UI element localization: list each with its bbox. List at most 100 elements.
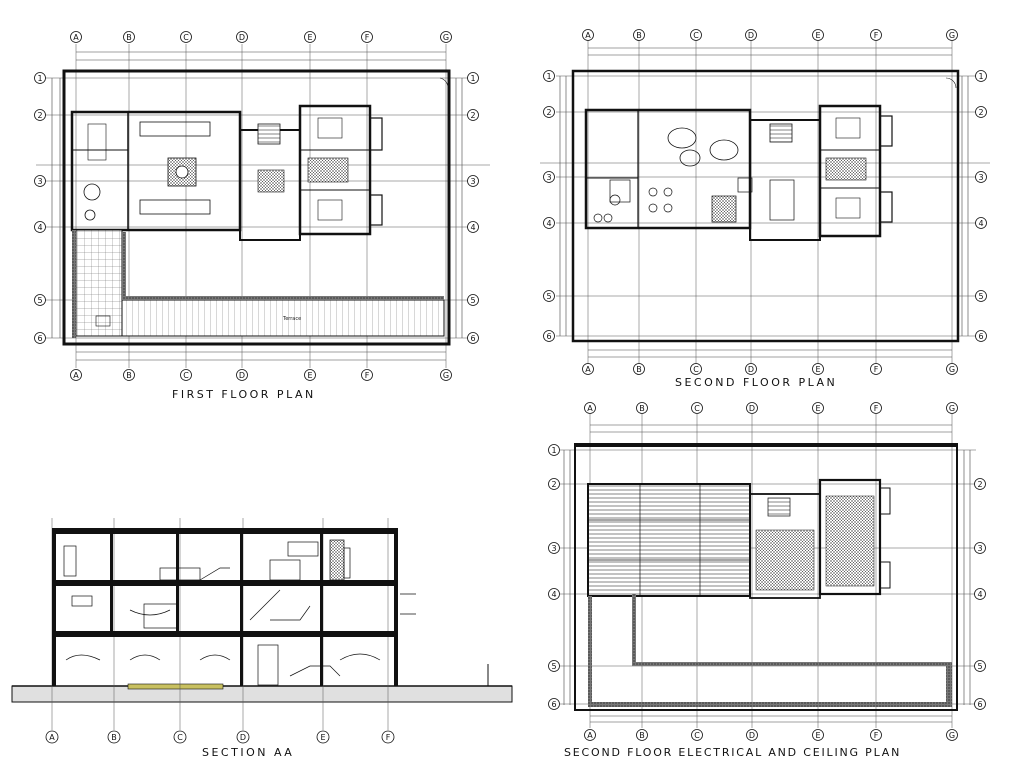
svg-text:B: B [639, 731, 645, 740]
svg-text:4: 4 [546, 219, 551, 228]
svg-text:F: F [874, 731, 879, 740]
svg-text:4: 4 [551, 590, 556, 599]
svg-text:D: D [749, 731, 755, 740]
svg-text:4: 4 [977, 590, 982, 599]
svg-text:2: 2 [978, 108, 983, 117]
svg-text:6: 6 [977, 700, 982, 709]
first-floor-dimensions [51, 51, 463, 361]
svg-text:C: C [694, 404, 700, 413]
svg-text:F: F [874, 31, 879, 40]
first-floor-plan-title: FIRST FLOOR PLAN [172, 388, 316, 401]
svg-text:E: E [307, 371, 312, 380]
first-floor-rooms [70, 104, 383, 241]
svg-text:D: D [239, 33, 245, 42]
second-floor-plan [540, 40, 990, 364]
svg-text:2: 2 [470, 111, 475, 120]
electrical-grid-bubbles: A B C D E F G A B C D E F G 1 2 3 4 [548, 402, 986, 741]
svg-text:C: C [693, 365, 699, 374]
ground-strip [11, 685, 513, 703]
first-floor-grid-bubbles: A B C D E F G A B C D E F G 1 2 3 4 [34, 31, 479, 381]
svg-text:3: 3 [37, 177, 42, 186]
svg-text:F: F [874, 404, 879, 413]
second-floor-grid-bubbles: A B C D E F G A B C D E F G 1 2 3 4 [543, 29, 987, 375]
svg-text:1: 1 [37, 74, 42, 83]
svg-text:F: F [874, 365, 879, 374]
svg-text:5: 5 [546, 292, 551, 301]
svg-text:E: E [815, 404, 820, 413]
svg-text:G: G [443, 33, 449, 42]
svg-text:A: A [73, 33, 79, 42]
svg-text:B: B [126, 371, 132, 380]
svg-text:D: D [748, 31, 754, 40]
svg-text:E: E [307, 33, 312, 42]
svg-text:F: F [365, 33, 370, 42]
second-floor-boundary [571, 69, 960, 343]
svg-text:3: 3 [977, 544, 982, 553]
svg-text:4: 4 [978, 219, 983, 228]
first-floor-plan: Terrace [36, 44, 490, 368]
second-floor-rooms [584, 104, 893, 241]
svg-text:4: 4 [470, 223, 475, 232]
svg-text:3: 3 [546, 173, 551, 182]
svg-text:D: D [748, 365, 754, 374]
svg-text:5: 5 [37, 296, 42, 305]
svg-text:C: C [183, 371, 189, 380]
svg-text:5: 5 [977, 662, 982, 671]
svg-text:4: 4 [37, 223, 42, 232]
svg-text:E: E [815, 31, 820, 40]
svg-text:C: C [177, 733, 183, 742]
first-floor-terrace [121, 299, 445, 337]
svg-text:A: A [49, 733, 55, 742]
svg-text:G: G [949, 731, 955, 740]
terrace-label: Terrace [282, 316, 301, 322]
svg-text:3: 3 [978, 173, 983, 182]
svg-text:F: F [386, 733, 391, 742]
section-aa-title: SECTION AA [202, 746, 295, 759]
first-floor-boundary [62, 69, 451, 346]
electrical-ceiling-block [587, 483, 751, 597]
svg-text:E: E [815, 731, 820, 740]
svg-text:2: 2 [37, 111, 42, 120]
svg-text:G: G [949, 365, 955, 374]
svg-text:1: 1 [470, 74, 475, 83]
svg-text:5: 5 [551, 662, 556, 671]
electrical-ceiling-plan-title: SECOND FLOOR ELECTRICAL AND CEILING PLAN [564, 746, 902, 759]
svg-text:G: G [443, 371, 449, 380]
svg-text:C: C [183, 33, 189, 42]
svg-text:6: 6 [978, 332, 983, 341]
svg-text:2: 2 [551, 480, 556, 489]
svg-text:B: B [636, 31, 642, 40]
svg-text:6: 6 [37, 334, 42, 343]
svg-text:G: G [949, 404, 955, 413]
svg-text:2: 2 [977, 480, 982, 489]
svg-text:C: C [694, 731, 700, 740]
svg-text:6: 6 [470, 334, 475, 343]
svg-text:A: A [585, 365, 591, 374]
section-aa [11, 518, 513, 730]
electrical-wet-core [749, 478, 891, 599]
svg-text:A: A [587, 731, 593, 740]
svg-text:F: F [365, 371, 370, 380]
svg-text:6: 6 [546, 332, 551, 341]
svg-text:6: 6 [551, 700, 556, 709]
svg-text:D: D [239, 371, 245, 380]
svg-text:A: A [585, 31, 591, 40]
electrical-terrace-walls [588, 594, 952, 707]
svg-text:1: 1 [551, 446, 556, 455]
svg-text:5: 5 [470, 296, 475, 305]
svg-text:A: A [73, 371, 79, 380]
svg-text:D: D [240, 733, 246, 742]
section-structure [52, 528, 398, 686]
svg-text:E: E [320, 733, 325, 742]
first-floor-tiled-deck [75, 229, 123, 337]
svg-text:2: 2 [546, 108, 551, 117]
svg-text:B: B [636, 365, 642, 374]
electrical-ceiling-plan [560, 414, 976, 728]
svg-text:5: 5 [978, 292, 983, 301]
svg-text:C: C [693, 31, 699, 40]
second-floor-plan-title: SECOND FLOOR PLAN [675, 376, 838, 389]
svg-text:3: 3 [551, 544, 556, 553]
svg-text:B: B [126, 33, 132, 42]
svg-text:D: D [749, 404, 755, 413]
